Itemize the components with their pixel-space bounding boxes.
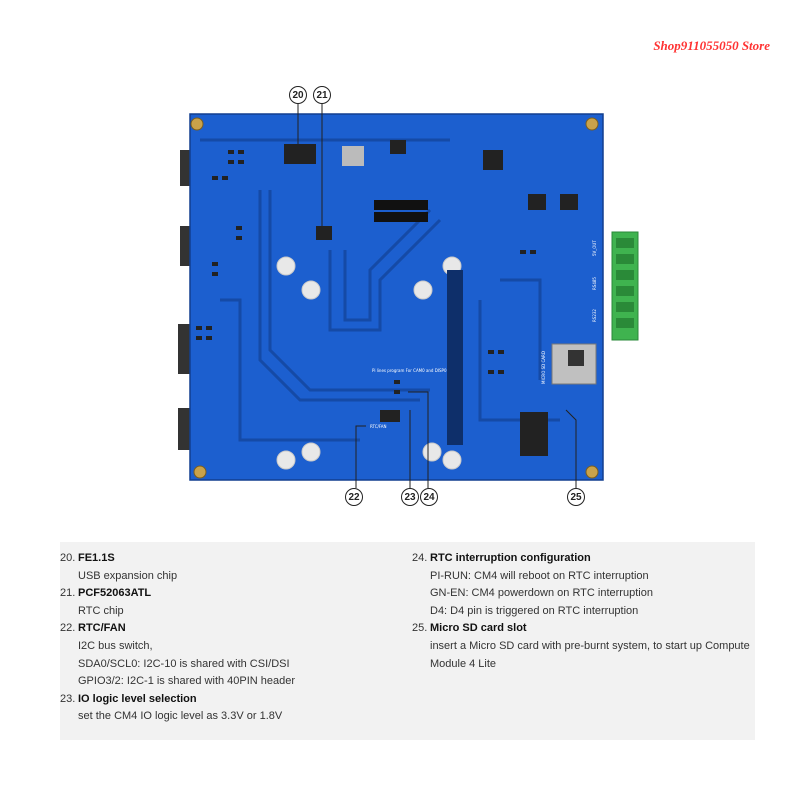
silk-rs232: RS232	[592, 309, 597, 322]
board-image: 5V_OUT RS485 RS232 MICRO SD CARD Pi line…	[178, 86, 639, 506]
item-25: 25.Micro SD card slot insert a Micro SD …	[412, 620, 757, 673]
callout-lines	[297, 103, 577, 488]
item-21-line: RTC chip	[78, 604, 124, 617]
description-panel: 20.FE1.1S USB expansion chip 21.PCF52063…	[60, 542, 755, 740]
item-25-title: Micro SD card slot	[430, 622, 527, 635]
item-24-line: D4: D4 pin is triggered on RTC interrupt…	[430, 604, 639, 617]
callout-24: 24	[420, 488, 438, 506]
item-20-line: USB expansion chip	[78, 569, 178, 582]
item-24-line: PI-RUN: CM4 will reboot on RTC interrupt…	[430, 569, 649, 582]
item-25-line: insert a Micro SD card with pre-burnt sy…	[430, 639, 750, 652]
item-25-line: Module 4 Lite	[430, 657, 497, 670]
small-components	[196, 150, 536, 422]
chips	[284, 140, 597, 456]
silk-pi-note: Pi lines program For CAM0 and DISP0	[372, 368, 447, 373]
item-22-line: GPIO3/2: I2C-1 is shared with 40PIN head…	[78, 675, 296, 688]
pin-header	[447, 270, 463, 445]
item-24-line: GN-EN: CM4 powerdown on RTC interruption	[430, 587, 653, 600]
left-connectors	[178, 150, 192, 450]
silk-micro-sd: MICRO SD CARD	[541, 351, 546, 384]
item-23-line: set the CM4 IO logic level as 3.3V or 1.…	[78, 710, 283, 723]
silk-rs485: RS485	[592, 277, 597, 290]
callout-21: 21	[313, 86, 331, 104]
item-23-title: IO logic level selection	[78, 692, 197, 705]
item-21-title: PCF52063ATL	[78, 587, 152, 600]
item-22-line: SDA0/SCL0: I2C-10 is shared with CSI/DSI	[78, 657, 290, 670]
callout-25: 25	[567, 488, 585, 506]
callout-20: 20	[289, 86, 307, 104]
item-21: 21.PCF52063ATL RTC chip	[60, 585, 400, 620]
item-24: 24.RTC interruption configuration PI-RUN…	[412, 550, 757, 620]
pcb-board: 5V_OUT RS485 RS232 MICRO SD CARD Pi line…	[178, 103, 639, 488]
description-column-right: 24.RTC interruption configuration PI-RUN…	[412, 550, 757, 673]
item-22-title: RTC/FAN	[78, 622, 126, 635]
terminal-block	[611, 231, 639, 341]
silk-rtc-fan: RTC/FAN	[370, 424, 387, 429]
item-22: 22.RTC/FAN I2C bus switch, SDA0/SCL0: I2…	[60, 620, 400, 690]
item-23: 23.IO logic level selection set the CM4 …	[60, 691, 400, 726]
silk-5v-out: 5V_OUT	[592, 240, 597, 256]
callout-23: 23	[401, 488, 419, 506]
description-column-left: 20.FE1.1S USB expansion chip 21.PCF52063…	[60, 550, 400, 726]
item-22-line: I2C bus switch,	[78, 639, 153, 652]
item-24-title: RTC interruption configuration	[430, 552, 591, 564]
store-watermark: Shop911055050 Store	[653, 38, 770, 53]
callout-22: 22	[345, 488, 363, 506]
corner-screws	[190, 117, 599, 479]
item-20-title: FE1.1S	[78, 552, 115, 564]
item-20: 20.FE1.1S USB expansion chip	[60, 550, 400, 585]
